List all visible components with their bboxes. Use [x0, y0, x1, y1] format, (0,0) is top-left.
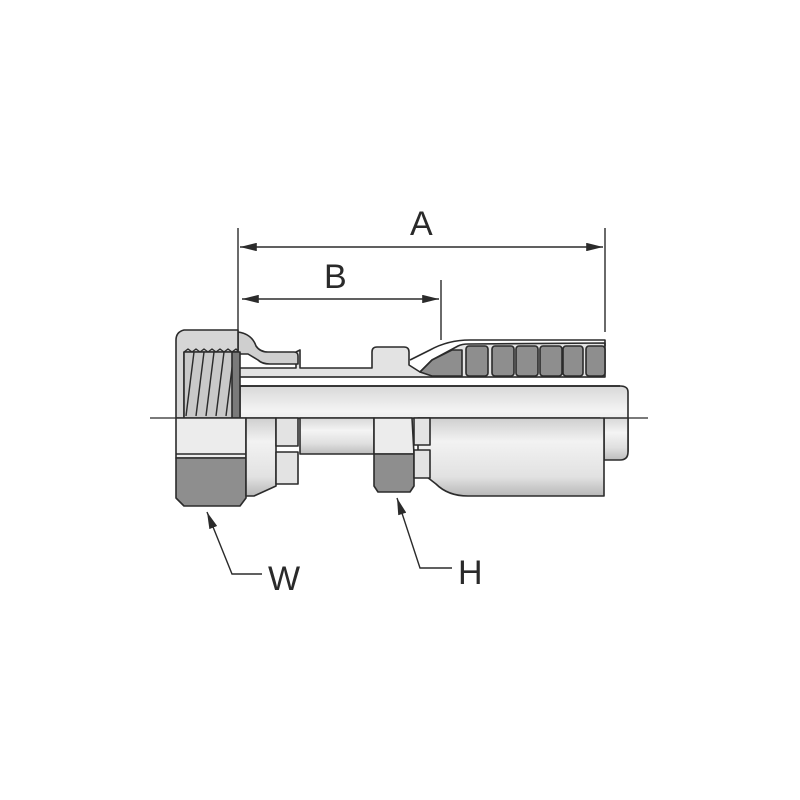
ferrule-taper — [419, 349, 463, 377]
body-hex-flats — [413, 417, 431, 479]
callout-leaders — [206, 497, 452, 575]
nut-body-transition — [245, 417, 277, 497]
body-hex-dark — [373, 453, 415, 493]
dimension-lines — [237, 228, 606, 340]
ferrule-teeth — [465, 345, 606, 377]
body-hex-light — [373, 417, 415, 455]
nut-hex-w — [175, 457, 247, 507]
callout-w-leader — [206, 511, 262, 575]
nut-lip-upper — [237, 331, 299, 365]
callout-h-label: H — [458, 554, 483, 592]
nut-lower-light — [175, 417, 247, 459]
tube-insert-end — [603, 417, 629, 461]
callout-h-leader — [396, 497, 452, 569]
body-neck-lower — [299, 417, 375, 455]
body-collar-flats — [275, 417, 299, 485]
dimension-b-label: B — [324, 258, 347, 296]
ferrule-outline-top — [409, 339, 606, 361]
nut-inner-face — [231, 351, 241, 419]
ferrule-lower — [417, 417, 605, 497]
dimension-a-label: A — [410, 205, 433, 243]
fitting-body — [175, 329, 629, 507]
callout-w-label: W — [268, 560, 300, 598]
